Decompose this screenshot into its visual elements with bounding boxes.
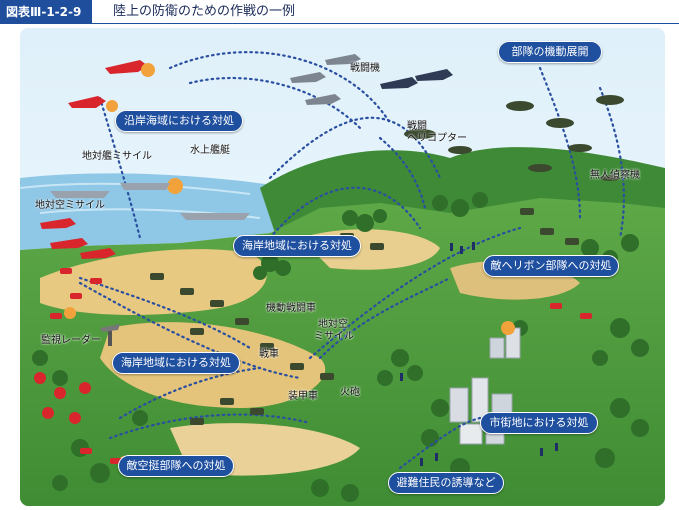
friendly-soldiers xyxy=(400,242,558,466)
label-artillery: 火砲 xyxy=(340,387,360,398)
friendly-fighters xyxy=(290,54,361,105)
label-tank: 戦車 xyxy=(259,349,279,360)
op-evacuation: 避難住民の誘導など xyxy=(388,472,504,494)
op-unit-deployment: 部隊の機動展開 xyxy=(498,41,602,63)
header-rule xyxy=(0,23,679,24)
label-radar: 監視レーダー xyxy=(41,335,101,346)
label-attack-helicopter-2: ヘリコプター xyxy=(407,133,467,144)
helicopters xyxy=(404,95,624,181)
figure-number-badge: 図表Ⅲ-1-2-9 xyxy=(0,0,92,24)
label-mcv: 機動戦闘車 xyxy=(266,303,316,314)
label-fighter: 戦闘機 xyxy=(350,63,380,74)
op-coastal-sea: 沿岸海域における対処 xyxy=(115,110,243,132)
label-sam-center-2: ミサイル xyxy=(314,331,354,342)
op-enemy-heliborne: 敵ヘリボン部隊への対処 xyxy=(483,255,619,277)
movement-routes xyxy=(78,51,625,470)
figure-header: 図表Ⅲ-1-2-9 陸上の防衛のための作戦の一例 xyxy=(0,0,679,24)
sand-plain xyxy=(40,249,267,315)
label-uav: 無人偵察機 xyxy=(590,170,640,181)
battlefield-scene: 沿岸海域における対処 海岸地域における対処 海岸地域における対処 部隊の機動展開… xyxy=(19,28,665,506)
op-urban-area: 市街地における対処 xyxy=(480,412,598,434)
figure-title: 陸上の防衛のための作戦の一例 xyxy=(113,4,296,19)
label-attack-helicopter-1: 戦闘 xyxy=(407,121,427,132)
op-enemy-airborne: 敵空挺部隊への対処 xyxy=(118,455,234,477)
op-coastal-land-lower: 海岸地域における対処 xyxy=(112,352,240,374)
label-sam-center-1: 地対空 xyxy=(318,319,348,330)
label-surface-ship: 水上艦艇 xyxy=(190,145,230,156)
parachutes xyxy=(34,372,91,424)
radar-icon xyxy=(100,324,120,346)
label-sam-left: 地対空ミサイル xyxy=(35,200,105,211)
ships xyxy=(50,183,250,220)
op-coastal-land-upper: 海岸地域における対処 xyxy=(233,235,361,257)
label-anti-ship-missile: 地対艦ミサイル xyxy=(82,151,152,162)
label-apc: 装甲車 xyxy=(288,391,318,402)
friendly-fighters-dark xyxy=(380,69,453,89)
forest-clusters xyxy=(32,192,649,502)
enemy-aircraft xyxy=(40,60,148,259)
